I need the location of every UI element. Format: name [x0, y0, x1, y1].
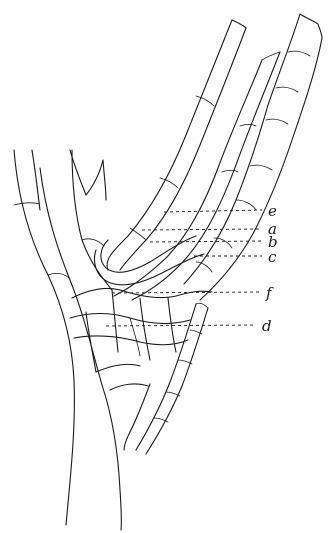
label-e: e	[268, 202, 277, 220]
leader-lines	[106, 210, 262, 326]
inner-cell	[95, 236, 205, 285]
lower-cell-mass	[70, 288, 212, 390]
left-branch	[70, 150, 112, 290]
upper-filament-middle	[114, 52, 280, 300]
leader-line-b	[150, 241, 262, 242]
leader-line-e	[164, 210, 262, 212]
leader-line-f	[112, 292, 260, 293]
leader-line-d	[106, 325, 256, 326]
upper-filament-right	[184, 14, 322, 300]
label-f: f	[265, 284, 274, 302]
label-c: c	[268, 248, 277, 266]
leader-line-a	[142, 229, 262, 230]
upper-filament-left	[107, 20, 246, 270]
labels: e a b c f d	[262, 202, 278, 335]
label-d: d	[262, 317, 272, 335]
main-stem	[14, 150, 121, 530]
